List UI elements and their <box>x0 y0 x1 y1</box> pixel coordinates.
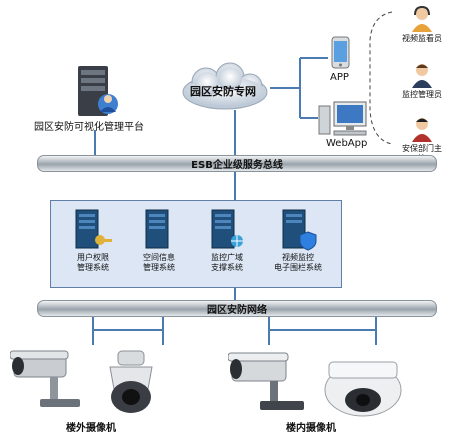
server-icon <box>78 66 118 116</box>
desktop-computer-icon <box>318 101 367 136</box>
subsystem-label: 空间信息 管理系统 <box>143 253 175 272</box>
bullet-camera-icon <box>228 352 304 410</box>
headset-operator-icon <box>412 6 432 32</box>
subsystem-label: 监控广域 支撑系统 <box>211 253 243 272</box>
dome-camera-icon <box>324 361 402 417</box>
server-icon <box>145 209 169 249</box>
webapp-label: WebApp <box>326 138 368 149</box>
smartphone-icon <box>331 36 350 69</box>
server-key-icon <box>75 209 112 249</box>
indoor-camera-label: 楼内摄像机 <box>286 423 336 434</box>
bullet-camera-icon <box>10 350 80 407</box>
server-shield-icon <box>282 209 317 251</box>
dome-ptz-camera-icon <box>109 350 153 413</box>
user-role-label: 监控管理员 <box>402 90 442 99</box>
network-bus: 园区安防网络 <box>37 300 437 317</box>
network-label: 园区安防网络 <box>207 305 267 316</box>
subsystem-monitoring-support: 监控广域 支撑系统 <box>196 206 258 280</box>
subsystem-label: 视频监控 电子围栏系统 <box>274 253 322 272</box>
esb-label: ESB企业级服务总线 <box>191 160 283 171</box>
cloud-label: 园区安防专网 <box>190 85 256 98</box>
user-role-1: 视频监看员 <box>398 6 452 58</box>
security-supervisor-icon <box>412 118 432 142</box>
esb-bus: ESB企业级服务总线 <box>37 155 437 172</box>
subsystem-user-permission: 用户权限 管理系统 <box>62 206 124 280</box>
app-label: APP <box>330 72 349 83</box>
subsystem-spatial-info: 空间信息 管理系统 <box>128 206 190 280</box>
platform-label: 园区安防可视化管理平台 <box>34 122 144 133</box>
user-role-2: 监控管理员 <box>398 62 452 114</box>
cloud-icon <box>182 62 268 110</box>
server-network-icon <box>211 209 243 249</box>
user-role-label: 视频监看员 <box>402 34 442 43</box>
subsystem-video-fence: 视频监控 电子围栏系统 <box>262 206 334 280</box>
outdoor-camera-label: 楼外摄像机 <box>66 423 116 434</box>
manager-icon <box>412 64 432 88</box>
subsystem-label: 用户权限 管理系统 <box>77 253 109 272</box>
